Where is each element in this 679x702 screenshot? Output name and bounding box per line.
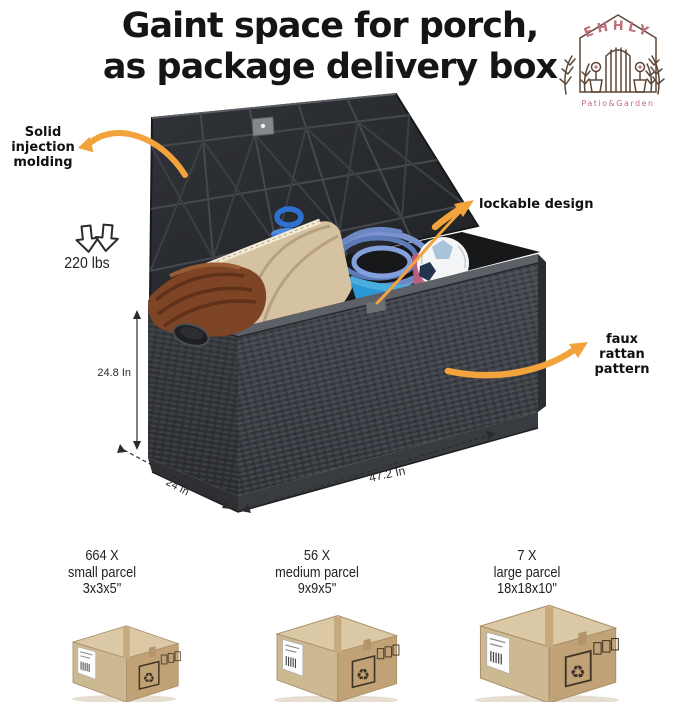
title-line-1: Gaint space for porch, (121, 6, 539, 46)
brand-logo: EHHLY Patio&Garden (559, 14, 665, 108)
weight-capacity-icon (75, 223, 119, 253)
parcel-type: medium parcel (275, 564, 359, 581)
small-parcel-box (72, 625, 182, 702)
greenhouse-icon (559, 14, 665, 95)
callout-weight-capacity: 220 lbs (64, 255, 110, 272)
medium-parcel-box (276, 614, 400, 702)
lid-latch-plate (251, 116, 275, 137)
medium-parcel-label: 56 X medium parcel 9x9x5" (260, 548, 374, 598)
parcel-examples (72, 604, 620, 702)
deck-box-body (147, 254, 546, 513)
parcel-size: 18x18x10" (497, 581, 557, 597)
large-parcel-label: 7 X large parcel 18x18x10" (470, 548, 584, 598)
brand-name: EHHLY (582, 19, 654, 42)
deck-box-lid (148, 92, 480, 302)
height-dimension-label: 24.8 In (97, 367, 131, 379)
callout-injection-molding: Solid injection molding (11, 125, 75, 170)
front-latch (366, 299, 386, 314)
small-parcel-label: 664 X small parcel 3x3x5" (45, 548, 159, 598)
dimension-lines: 24.8 In 24 In 47.2 In (97, 310, 496, 513)
rattan-arrow (444, 346, 578, 379)
callout-faux-rattan: faux rattan pattern (594, 332, 650, 377)
parcel-size: 3x3x5" (82, 581, 122, 597)
page-title: Gaint space for porch, as package delive… (30, 6, 630, 88)
injection-arrow (87, 130, 188, 178)
side-handle (172, 323, 210, 347)
large-parcel-box (479, 604, 620, 702)
lockable-arrow (375, 208, 464, 305)
parcel-type: large parcel (493, 564, 561, 581)
parcel-size: 9x9x5" (297, 581, 337, 597)
parcel-count: 7 X (517, 548, 537, 564)
title-line-2: as package delivery box (102, 47, 558, 87)
knit-blanket (148, 262, 267, 337)
parcel-count: 664 X (85, 548, 119, 564)
parcel-type: small parcel (67, 564, 137, 581)
parcel-count: 56 X (303, 548, 331, 564)
callout-arrows (78, 130, 588, 379)
brand-tagline: Patio&Garden (581, 99, 654, 108)
callout-lockable-design: lockable design (479, 197, 594, 212)
